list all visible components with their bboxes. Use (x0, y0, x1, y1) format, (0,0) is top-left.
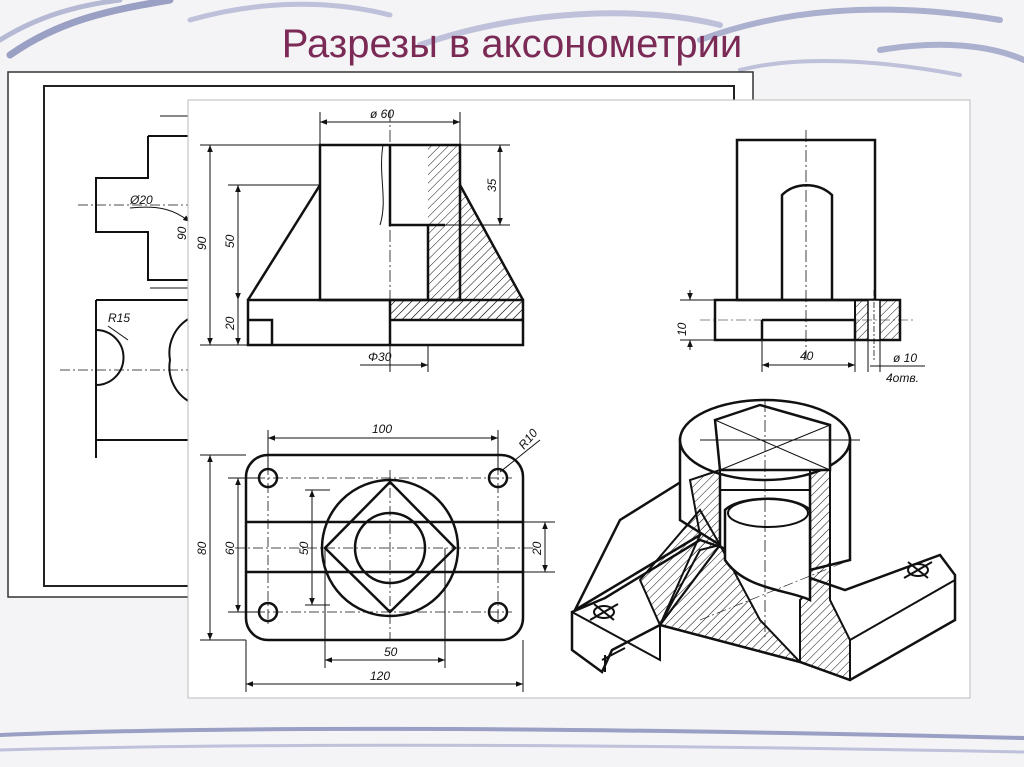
label-r15: R15 (108, 311, 130, 325)
isometric-view (570, 398, 957, 682)
label-h20-top: 20 (530, 541, 544, 556)
label-h50-top: 50 (297, 541, 311, 555)
side-view: 10 40 ø 10 4отв. (675, 130, 925, 385)
label-h35: 35 (485, 178, 499, 192)
label-h90-back: 90 (175, 226, 189, 240)
label-h20-front: 20 (223, 316, 237, 331)
label-holes: 4отв. (886, 371, 919, 385)
label-h50-front: 50 (223, 234, 237, 248)
label-d60: ø 60 (370, 107, 394, 121)
label-d20: Ø20 (129, 193, 153, 207)
slide-title: Разрезы в аксонометрии (281, 22, 743, 66)
label-w50: 50 (384, 645, 398, 659)
label-d10: ø 10 (893, 351, 917, 365)
label-h80: 80 (195, 541, 209, 555)
label-w100: 100 (372, 422, 392, 436)
label-w40: 40 (800, 349, 814, 363)
label-w120: 120 (370, 669, 390, 683)
top-view: 100 R10 80 60 50 20 50 120 (195, 422, 555, 692)
label-h60: 60 (223, 541, 237, 555)
label-h10-side: 10 (675, 322, 689, 336)
front-view: ø 60 90 50 20 35 Φ30 (195, 107, 525, 372)
label-d30: Φ30 (368, 350, 392, 364)
label-h90-front: 90 (195, 236, 209, 250)
